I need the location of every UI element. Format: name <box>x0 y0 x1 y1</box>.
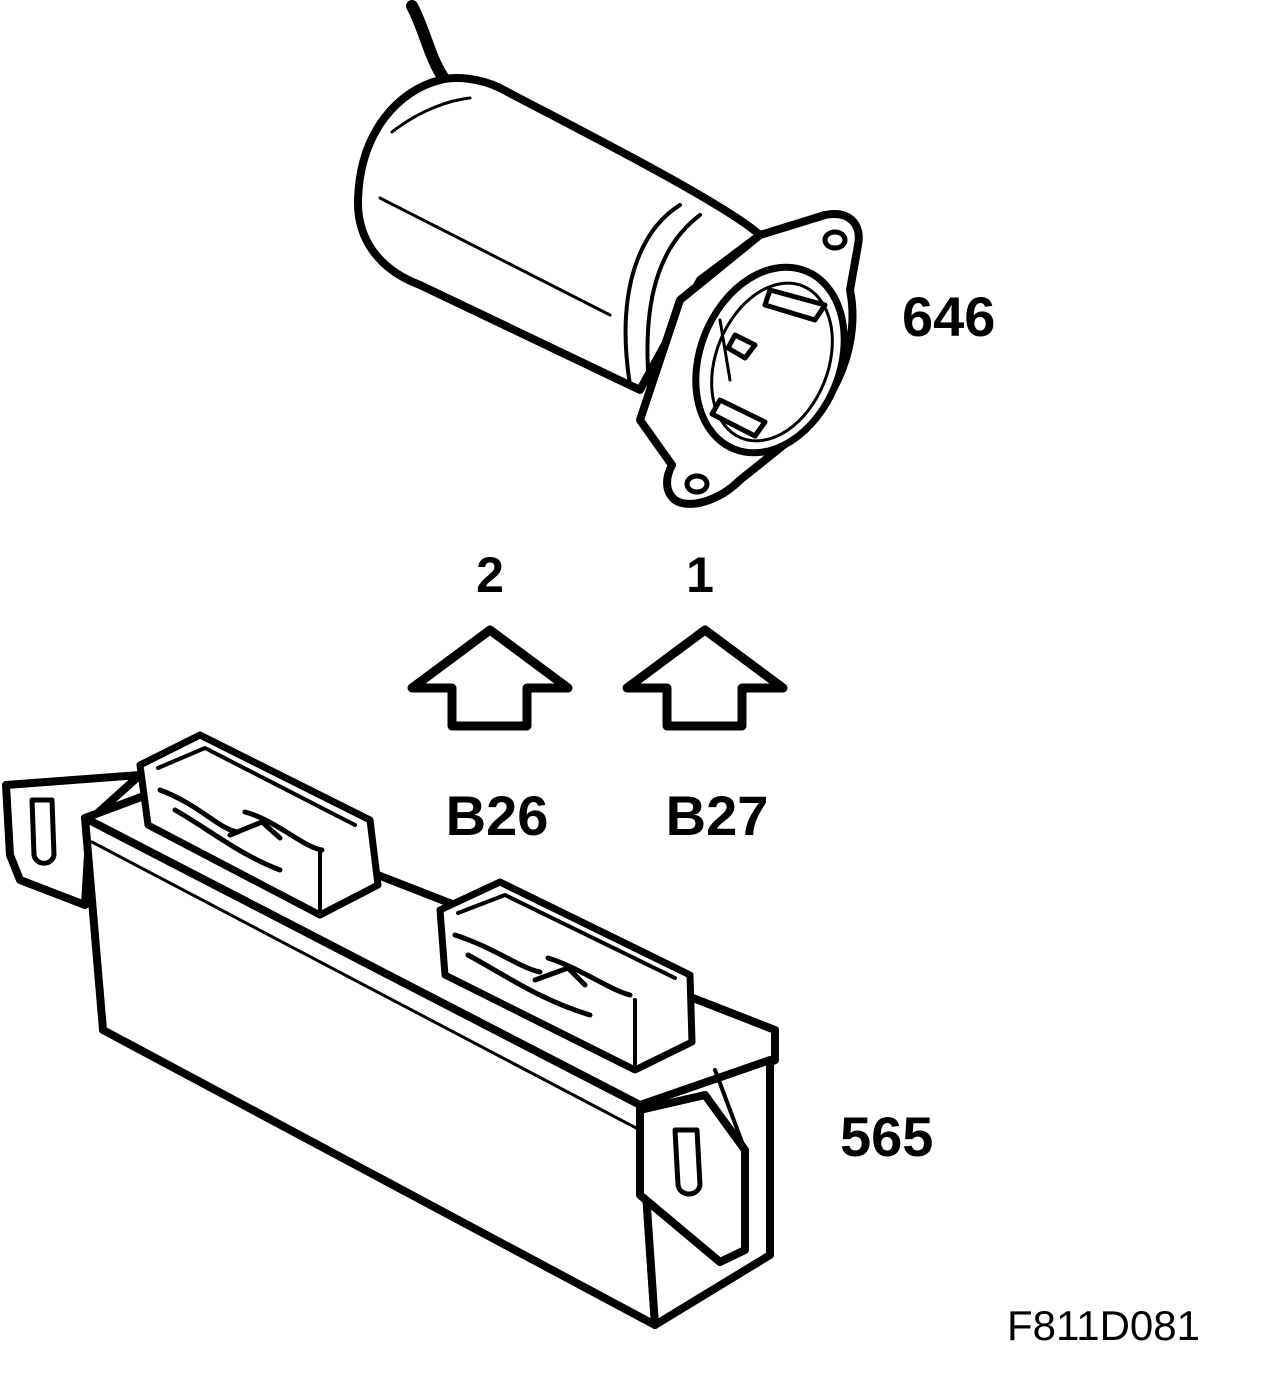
socket-b26-latch <box>157 787 325 873</box>
motor-label: 646 <box>902 285 995 348</box>
motor-collar <box>623 203 682 387</box>
motor-pin-top <box>762 287 828 323</box>
motor-wire <box>406 0 451 86</box>
socket-b27-latch <box>452 932 633 1018</box>
control-unit-right-tab <box>636 1091 749 1266</box>
socket-b27-housing <box>436 878 696 1074</box>
motor-flange-hole-top <box>822 229 848 251</box>
motor-socket-key <box>718 318 732 382</box>
control-unit-right-tab-slot <box>672 1127 703 1197</box>
control-unit-right-tab-edge <box>713 1068 747 1152</box>
control-unit-565-drawing <box>2 731 779 1329</box>
arrow-up-icon <box>622 625 788 731</box>
motor-pin-bottom <box>709 397 768 439</box>
pin-2-label: 2 <box>476 547 504 603</box>
connector-b26-label: B26 <box>446 784 549 847</box>
connector-b27-label: B27 <box>666 784 769 847</box>
motor-socket-inner <box>710 281 834 443</box>
control-unit-left-tab-slot <box>29 797 57 866</box>
arrow-pin-1-drawing <box>622 625 788 731</box>
control-unit-front-edge <box>90 840 642 1132</box>
motor-pin-middle <box>725 332 758 361</box>
motor-flange-hole-bottom <box>684 473 710 495</box>
figure-code: F811D081 <box>1007 1302 1200 1349</box>
arrow-pin-2-drawing <box>407 625 573 731</box>
control-unit-label: 565 <box>840 1105 933 1168</box>
motor-646-drawing <box>353 0 863 508</box>
arrow-up-icon <box>407 625 573 731</box>
pin-1-label: 1 <box>686 547 714 603</box>
socket-b26-drawing <box>136 731 382 919</box>
motor-body-top-edge <box>390 96 472 134</box>
socket-b27-drawing <box>436 878 696 1074</box>
motor-body-highlight <box>378 196 612 317</box>
socket-b26-rim <box>156 746 357 827</box>
motor-collar-2 <box>645 213 702 397</box>
socket-b27-rim <box>456 893 677 980</box>
